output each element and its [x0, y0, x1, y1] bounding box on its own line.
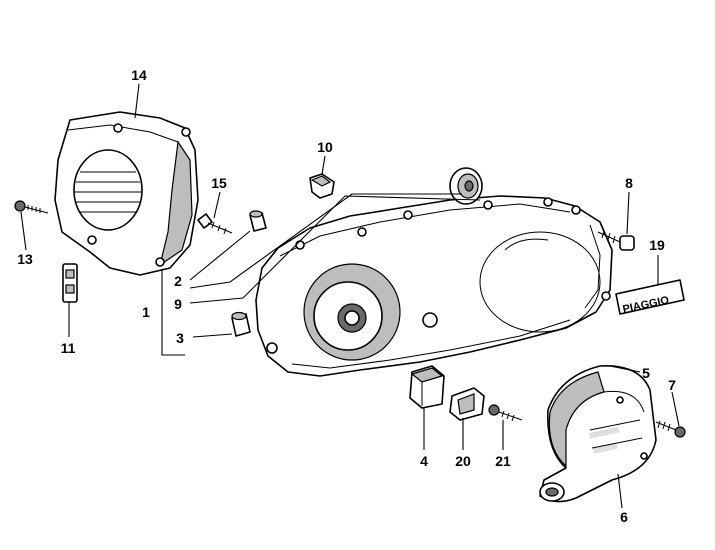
screw-part-13	[14, 200, 49, 214]
callout-6: 6	[620, 509, 628, 525]
callout-7: 7	[668, 377, 676, 393]
callout-20: 20	[455, 453, 471, 469]
callout-21: 21	[495, 453, 511, 469]
gear-part-9	[449, 167, 483, 205]
callout-2: 2	[174, 273, 182, 289]
bushing-part-3	[231, 311, 251, 337]
leader-lines	[20, 83, 680, 509]
screw-part-15	[197, 213, 233, 235]
rubber-pad-part-4	[409, 365, 445, 409]
screw-part-8	[597, 230, 635, 251]
intake-cover-part-6: ░░░░░░░░░░ ░░░░░░░░	[539, 365, 657, 503]
callout-15: 15	[211, 175, 227, 191]
callout-14: 14	[131, 67, 147, 83]
clip-part-11	[62, 263, 78, 303]
piaggio-badge-part-19: PIAGGIO	[615, 279, 685, 316]
cover-decal-line-2: ░░░░░░░░	[593, 443, 618, 455]
bracket-part-20	[449, 387, 485, 421]
callout-labels: 14 13 11 15 10 8 19 2 9 1 3 5 7 4 20 21 …	[17, 67, 676, 525]
callout-10: 10	[317, 139, 333, 155]
callout-13: 13	[17, 251, 33, 267]
screw-part-7	[655, 420, 686, 438]
callout-4: 4	[420, 453, 428, 469]
fan-cowl-part-14	[54, 111, 199, 276]
callout-8: 8	[625, 175, 633, 191]
callout-19: 19	[649, 237, 665, 253]
callout-3: 3	[176, 330, 184, 346]
screw-part-21	[488, 404, 523, 422]
callout-9: 9	[174, 296, 182, 312]
transmission-cover-part-1	[255, 195, 613, 377]
callout-1: 1	[142, 304, 150, 320]
callout-11: 11	[61, 340, 76, 356]
bushing-part-2	[249, 210, 267, 232]
callout-5: 5	[642, 365, 650, 381]
plug-part-10	[309, 173, 335, 199]
